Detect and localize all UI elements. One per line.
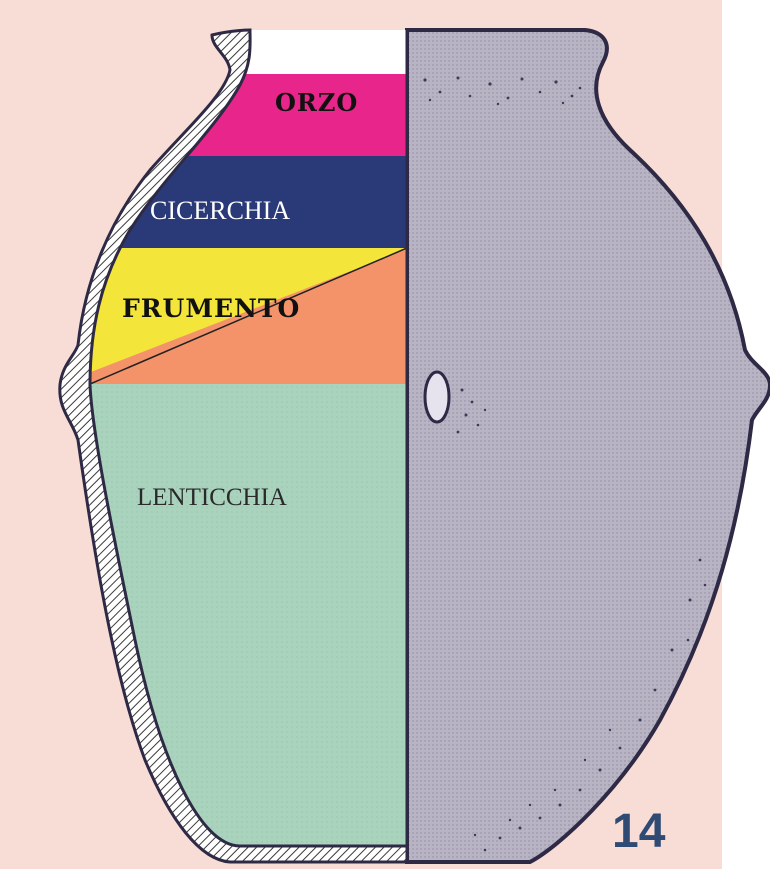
jar-exterior: [407, 30, 770, 862]
layer-label-lenticchia: LENTICCHIA: [137, 484, 287, 512]
layer-label-cicerchia: CICERCHIA: [150, 196, 290, 226]
layer-label-orzo: ORZO: [275, 88, 358, 117]
page-number: 14: [612, 808, 665, 856]
layer-label-frumento: FRUMENTO: [122, 294, 300, 323]
jar-lug-handle: [425, 372, 449, 422]
